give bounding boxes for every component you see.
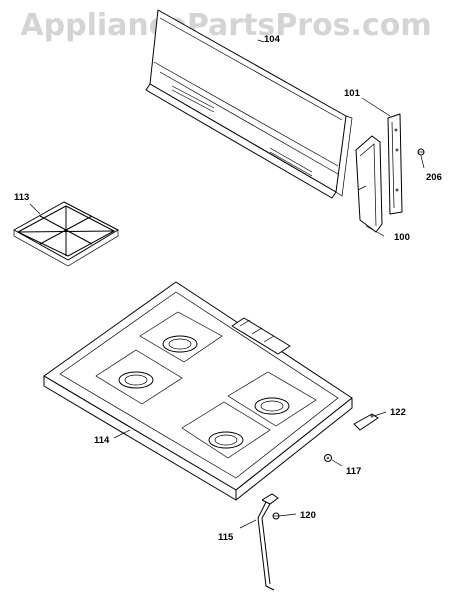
part-206-screw [417,148,425,156]
part-100-end-cap [355,135,383,233]
label-104: 104 [264,34,281,45]
leader-lines [29,39,425,529]
label-206: 206 [426,172,442,183]
part-114-cooktop [43,281,353,501]
part-labels: 104 101 206 100 113 122 114 117 120 115 [14,34,442,543]
label-122: 122 [390,407,406,418]
part-101-side-trim [387,113,403,215]
watermark-text: AppliancePartsPros.com [20,8,432,43]
part-120-screw [272,512,280,520]
label-114: 114 [94,435,110,446]
label-100: 100 [394,232,410,243]
label-115: 115 [218,532,234,543]
label-117: 117 [346,466,361,477]
part-113-grate [13,201,119,267]
label-120: 120 [300,510,316,521]
label-101: 101 [344,88,361,99]
label-113: 113 [14,192,29,203]
part-115-rod [257,493,279,591]
part-104-backguard [145,9,353,199]
part-122-bracket [353,413,379,431]
part-117-grommet [324,454,332,462]
